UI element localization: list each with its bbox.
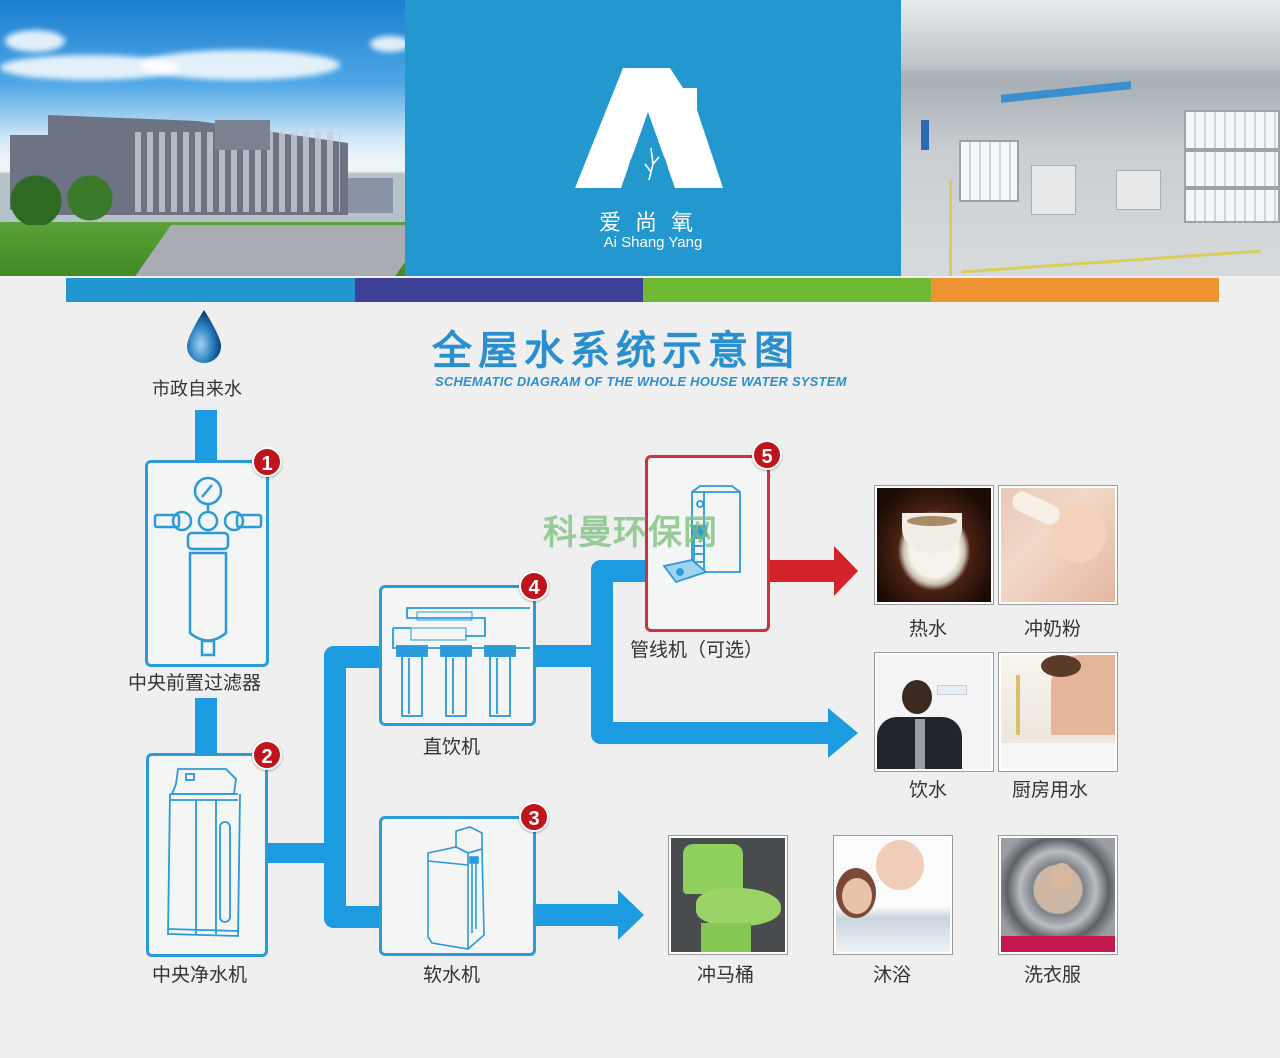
washing-machine-photo — [999, 836, 1117, 954]
ro-drinking-machine-icon — [392, 607, 530, 717]
brand-name-en: Ai Shang Yang — [603, 234, 703, 251]
pipe-segment — [195, 698, 217, 756]
factory-exterior-photo — [0, 0, 405, 276]
device-number-badge: 4 — [519, 571, 549, 601]
color-bar-segment — [355, 278, 643, 302]
use-label: 厨房用水 — [1012, 779, 1089, 801]
pre-filter-icon — [153, 476, 263, 657]
color-bar-segment — [931, 278, 1219, 302]
device-pipeline-dispenser[interactable] — [645, 455, 770, 632]
central-purifier-icon — [167, 768, 241, 937]
pipe-segment-hot — [768, 560, 836, 582]
device-label: 软水机 — [423, 964, 481, 986]
use-label: 冲马桶 — [697, 964, 755, 986]
pipe-segment — [266, 843, 326, 863]
device-number-badge: 3 — [519, 802, 549, 832]
factory-interior-photo — [901, 0, 1280, 276]
kitchen-sink-photo — [999, 653, 1117, 771]
device-number-badge: 2 — [252, 740, 282, 770]
brand-panel: 爱尚氧 Ai Shang Yang — [405, 0, 901, 276]
pipe-segment — [324, 906, 382, 928]
color-bar-segment — [643, 278, 931, 302]
brand-logo-icon — [575, 68, 723, 189]
brand-name-cn: 爱尚氧 — [598, 211, 707, 236]
device-label: 管线机（可选） — [630, 639, 764, 661]
diagram-title: 全屋水系统示意图 — [432, 328, 800, 374]
use-label: 冲奶粉 — [1024, 618, 1082, 640]
pipeline-dispenser-icon — [662, 485, 741, 584]
pipe-segment — [591, 722, 831, 744]
device-label: 直饮机 — [423, 736, 481, 758]
device-pre-filter[interactable] — [145, 460, 269, 667]
diagram-subtitle: SCHEMATIC DIAGRAM OF THE WHOLE HOUSE WAT… — [435, 374, 847, 389]
pipe-segment — [324, 646, 346, 928]
coffee-cup-photo — [875, 486, 993, 604]
device-water-softener[interactable] — [379, 816, 536, 956]
device-label: 中央前置过滤器 — [128, 672, 262, 694]
baby-bottle-photo — [999, 486, 1117, 604]
device-number-badge: 5 — [752, 440, 782, 470]
pipe-segment — [591, 560, 649, 582]
arrow-to-hot-uses-icon — [834, 546, 858, 596]
arrow-to-drinking-icon — [828, 708, 858, 758]
use-label: 沐浴 — [873, 964, 912, 986]
arrow-to-soft-uses-icon — [618, 890, 644, 940]
watermark-text: 科曼环保网 — [543, 513, 718, 553]
use-label: 饮水 — [909, 779, 948, 801]
color-bar-segment — [66, 278, 355, 302]
toilet-photo — [669, 836, 787, 954]
pipe-segment — [591, 560, 613, 744]
water-drop-icon — [187, 310, 221, 363]
bath-photo — [834, 836, 952, 954]
man-drinking-photo — [875, 653, 993, 771]
device-ro-drinking-machine[interactable] — [379, 585, 536, 726]
device-label: 中央净水机 — [152, 964, 248, 986]
pipe-segment — [324, 646, 382, 668]
pipe-segment — [535, 645, 607, 667]
device-central-purifier[interactable] — [146, 753, 268, 957]
water-softener-icon — [427, 826, 485, 950]
device-number-badge: 1 — [252, 447, 282, 477]
use-label: 热水 — [909, 618, 948, 640]
pipe-segment — [195, 410, 217, 462]
use-label: 洗衣服 — [1024, 964, 1082, 986]
pipe-segment — [535, 904, 620, 926]
source-label: 市政自来水 — [152, 379, 242, 400]
